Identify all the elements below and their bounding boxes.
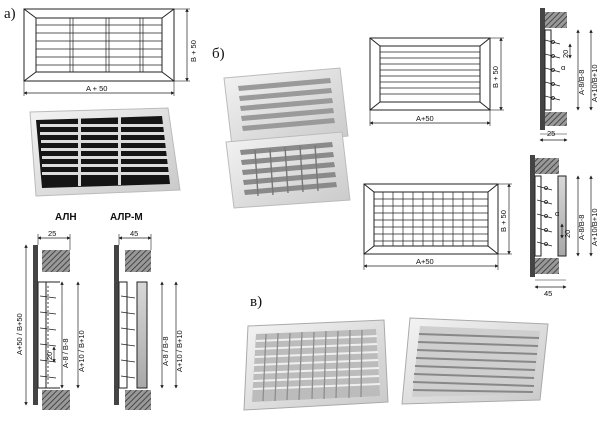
section-drawing-alh bbox=[24, 234, 80, 410]
section-label-a: а) bbox=[4, 6, 16, 22]
dim-b-double-20: 20 bbox=[563, 230, 572, 238]
dim-b1-width: A+50 bbox=[416, 114, 434, 123]
dim-b-double-a10b10: A+10/B+10 bbox=[590, 208, 599, 246]
photo-grille-b-single bbox=[223, 67, 349, 147]
product-label-alh: АЛН bbox=[55, 212, 77, 223]
dim-alh-20: 20 bbox=[45, 352, 54, 360]
dim-a-height: B + 50 bbox=[189, 40, 198, 62]
photo-grille-b-double bbox=[225, 131, 351, 209]
section-drawing-b-single bbox=[539, 8, 593, 142]
dim-b-single-25: 25 bbox=[547, 129, 555, 138]
section-drawing-alrm bbox=[114, 234, 178, 410]
dim-b-double-alpha: α bbox=[555, 209, 560, 218]
dim-alrm-a10b10: A+10 / B+10 bbox=[175, 330, 184, 372]
product-label-alrm: АЛР-М bbox=[110, 212, 143, 223]
dim-b2-width: A+50 bbox=[416, 257, 434, 266]
drawing-b-front-single bbox=[369, 37, 504, 126]
dim-alh-25: 25 bbox=[48, 229, 56, 238]
dim-b-single-20: 20 bbox=[561, 50, 570, 58]
dim-b2-height: B + 50 bbox=[499, 210, 508, 232]
photo-grille-v-single bbox=[401, 317, 549, 405]
dim-b1-height: B + 50 bbox=[491, 66, 500, 88]
dim-b-double-45: 45 bbox=[544, 289, 552, 298]
dim-alh-a10b10: A+10 / B+10 bbox=[77, 330, 86, 372]
dim-alh-a8b8: A-8 / B-8 bbox=[61, 338, 70, 368]
dim-alh-ab50: A+50 / B+50 bbox=[15, 313, 24, 355]
drawing-a-front bbox=[23, 8, 190, 96]
drawing-b-front-double bbox=[363, 183, 512, 270]
dim-alrm-45: 45 bbox=[130, 229, 138, 238]
dim-b-single-a10b10: A+10/B+10 bbox=[590, 64, 599, 102]
dim-alrm-a8b8: A-8 / B-8 bbox=[161, 336, 170, 366]
dim-b-single-alpha: α bbox=[561, 63, 566, 72]
dim-b-single-a8b8: A-8/B-8 bbox=[577, 70, 586, 95]
section-label-b: б) bbox=[212, 46, 225, 62]
dim-a-width: A + 50 bbox=[86, 84, 107, 93]
section-label-v: в) bbox=[250, 294, 262, 310]
photo-grille-v-double bbox=[243, 319, 389, 411]
photo-grille-a bbox=[29, 107, 181, 197]
dim-b-double-a8b8: A-8/B-8 bbox=[577, 215, 586, 240]
section-drawing-b-double bbox=[530, 155, 593, 289]
